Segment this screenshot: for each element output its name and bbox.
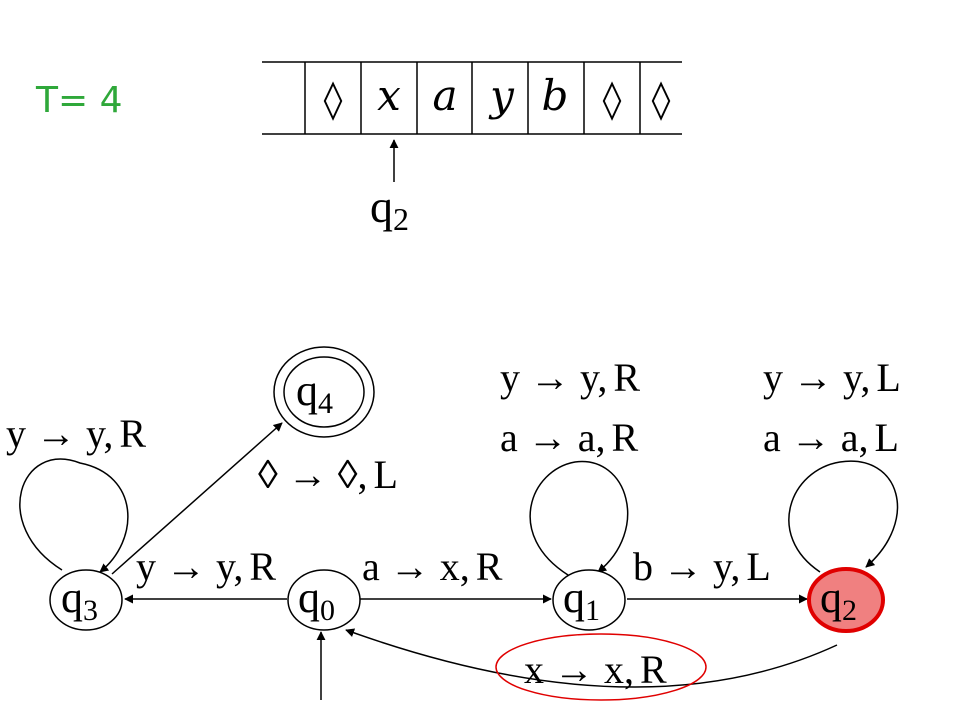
edge-q3-q4 bbox=[111, 422, 283, 575]
label-q2-self-1: y→y,L bbox=[763, 355, 901, 400]
label-q3-q4: ◊→◊,L bbox=[258, 452, 398, 497]
label-q3-self: y→y,R bbox=[6, 411, 146, 456]
label-q1-q2: b→y,L bbox=[633, 544, 771, 589]
label-q0-q1: a→x,R bbox=[362, 544, 503, 589]
self-loop-q3 bbox=[19, 458, 129, 573]
transition-labels: y→y,R ◊→◊,L y→y,R a→a,R y→y,L a→a,L y→y,… bbox=[6, 355, 901, 701]
state-q3-label: q3 bbox=[61, 573, 98, 627]
state-q0: q0 bbox=[287, 569, 361, 631]
tape: ◊ x a y b ◊ ◊ q2 bbox=[262, 61, 682, 237]
state-q2-circle bbox=[807, 567, 885, 633]
state-q0-label: q0 bbox=[298, 573, 335, 627]
state-q3: q3 bbox=[49, 569, 123, 631]
state-q4-inner-ring bbox=[283, 356, 365, 428]
tape-cell: ◊ bbox=[324, 77, 343, 121]
time-step-label: T= 4 bbox=[36, 80, 123, 121]
label-q0-q3: y→y,R bbox=[136, 544, 276, 589]
edges bbox=[19, 422, 899, 700]
state-q3-circle bbox=[49, 569, 123, 631]
tape-cell: ◊ bbox=[603, 77, 622, 121]
tape-cell: y bbox=[488, 71, 515, 120]
state-q4: q4 bbox=[273, 346, 375, 438]
tape-cell: ◊ bbox=[652, 77, 671, 121]
self-loop-q2 bbox=[788, 460, 899, 573]
label-q2-self-2: a→a,L bbox=[763, 415, 899, 460]
state-q2-label: q2 bbox=[820, 573, 857, 627]
tape-head-state: q2 bbox=[370, 181, 409, 237]
state-q1-label: q1 bbox=[563, 573, 600, 627]
state-q1-circle bbox=[552, 569, 626, 631]
label-q2-q0: x→x,R bbox=[524, 647, 667, 692]
state-q2-current: q2 bbox=[807, 567, 885, 633]
label-q1-self-1: y→y,R bbox=[500, 355, 640, 400]
highlighted-transition-ellipse bbox=[495, 633, 707, 701]
self-loop-q1 bbox=[529, 460, 629, 576]
edge-q2-q0 bbox=[345, 628, 838, 688]
state-q0-circle bbox=[287, 569, 361, 631]
label-q1-self-2: a→a,R bbox=[500, 415, 639, 460]
states: q4 q3 q0 q1 q2 bbox=[49, 346, 885, 633]
tape-cell: x bbox=[377, 71, 401, 120]
state-q1: q1 bbox=[552, 569, 626, 631]
state-q4-label: q4 bbox=[296, 366, 333, 420]
tape-cell: b bbox=[542, 71, 569, 120]
tape-cell: a bbox=[432, 71, 457, 120]
